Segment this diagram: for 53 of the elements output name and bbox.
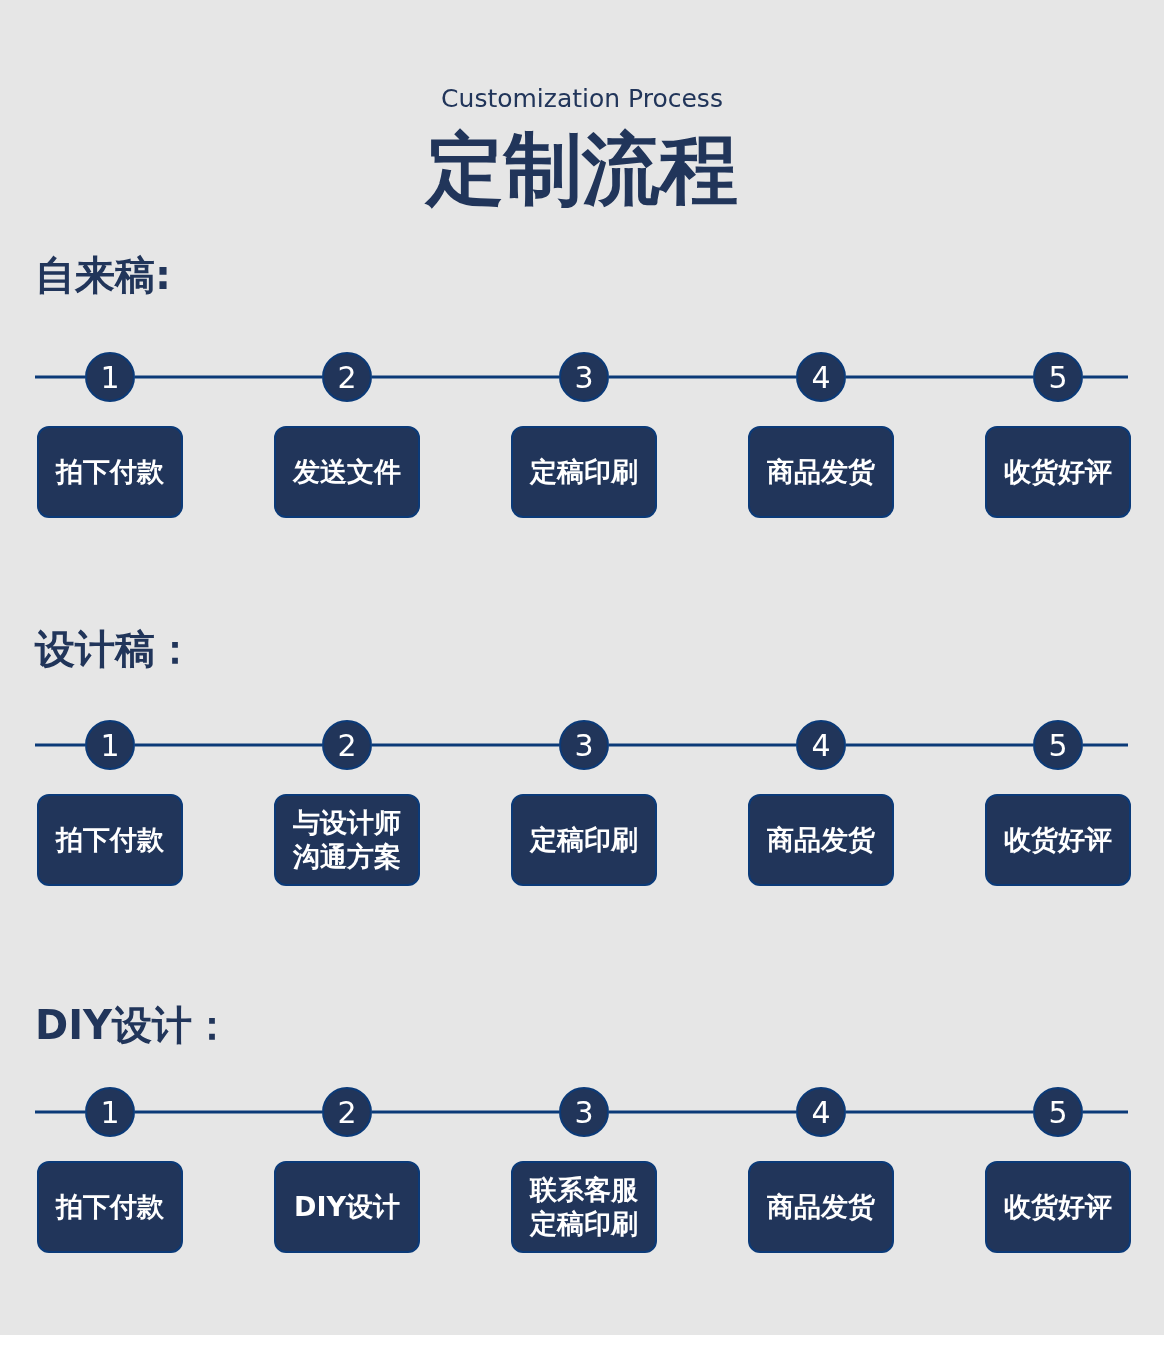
timeline-connector [609,743,796,747]
step-number-circle: 4 [796,720,846,770]
timeline-connector [846,743,1033,747]
step-number-circle: 4 [796,1087,846,1137]
step-box: 拍下付款 [37,426,183,518]
section-heading: 设计稿： [35,625,195,674]
step-number-circle: 2 [322,352,372,402]
step-box: 与设计师沟通方案 [274,794,420,886]
step-number-circle: 3 [559,1087,609,1137]
section-heading: 自来稿: [35,251,171,300]
timeline-connector [846,375,1033,379]
step-box: 商品发货 [748,426,894,518]
timeline-connector [35,1110,85,1114]
step-box: 定稿印刷 [511,794,657,886]
section-heading: DIY设计： [35,1001,233,1050]
timeline-connector [372,1110,559,1114]
step-box: 收货好评 [985,794,1131,886]
timeline-connector [609,375,796,379]
step-box: 拍下付款 [37,1161,183,1253]
timeline-connector [1083,1110,1128,1114]
timeline-connector [35,743,85,747]
step-number-circle: 1 [85,352,135,402]
step-number-circle: 5 [1033,1087,1083,1137]
step-number-circle: 2 [322,1087,372,1137]
step-number-circle: 3 [559,720,609,770]
step-box: 收货好评 [985,426,1131,518]
timeline-connector [35,375,85,379]
step-number-circle: 1 [85,1087,135,1137]
step-number-circle: 5 [1033,720,1083,770]
step-number-circle: 2 [322,720,372,770]
step-box: 联系客服定稿印刷 [511,1161,657,1253]
subtitle: Customization Process [440,84,724,113]
timeline-connector [135,743,322,747]
timeline-connector [1083,743,1128,747]
timeline-connector [372,743,559,747]
step-box: 收货好评 [985,1161,1131,1253]
timeline-connector [135,375,322,379]
step-box: 定稿印刷 [511,426,657,518]
step-box: 拍下付款 [37,794,183,886]
timeline-connector [135,1110,322,1114]
step-number-circle: 4 [796,352,846,402]
step-box: 商品发货 [748,794,894,886]
step-box: 发送文件 [274,426,420,518]
timeline-connector [609,1110,796,1114]
timeline-connector [1083,375,1128,379]
step-number-circle: 1 [85,720,135,770]
step-number-circle: 3 [559,352,609,402]
title: 定制流程 [423,123,739,216]
step-box: 商品发货 [748,1161,894,1253]
timeline-connector [846,1110,1033,1114]
timeline-connector [372,375,559,379]
step-number-circle: 5 [1033,352,1083,402]
step-box: DIY设计 [274,1161,420,1253]
